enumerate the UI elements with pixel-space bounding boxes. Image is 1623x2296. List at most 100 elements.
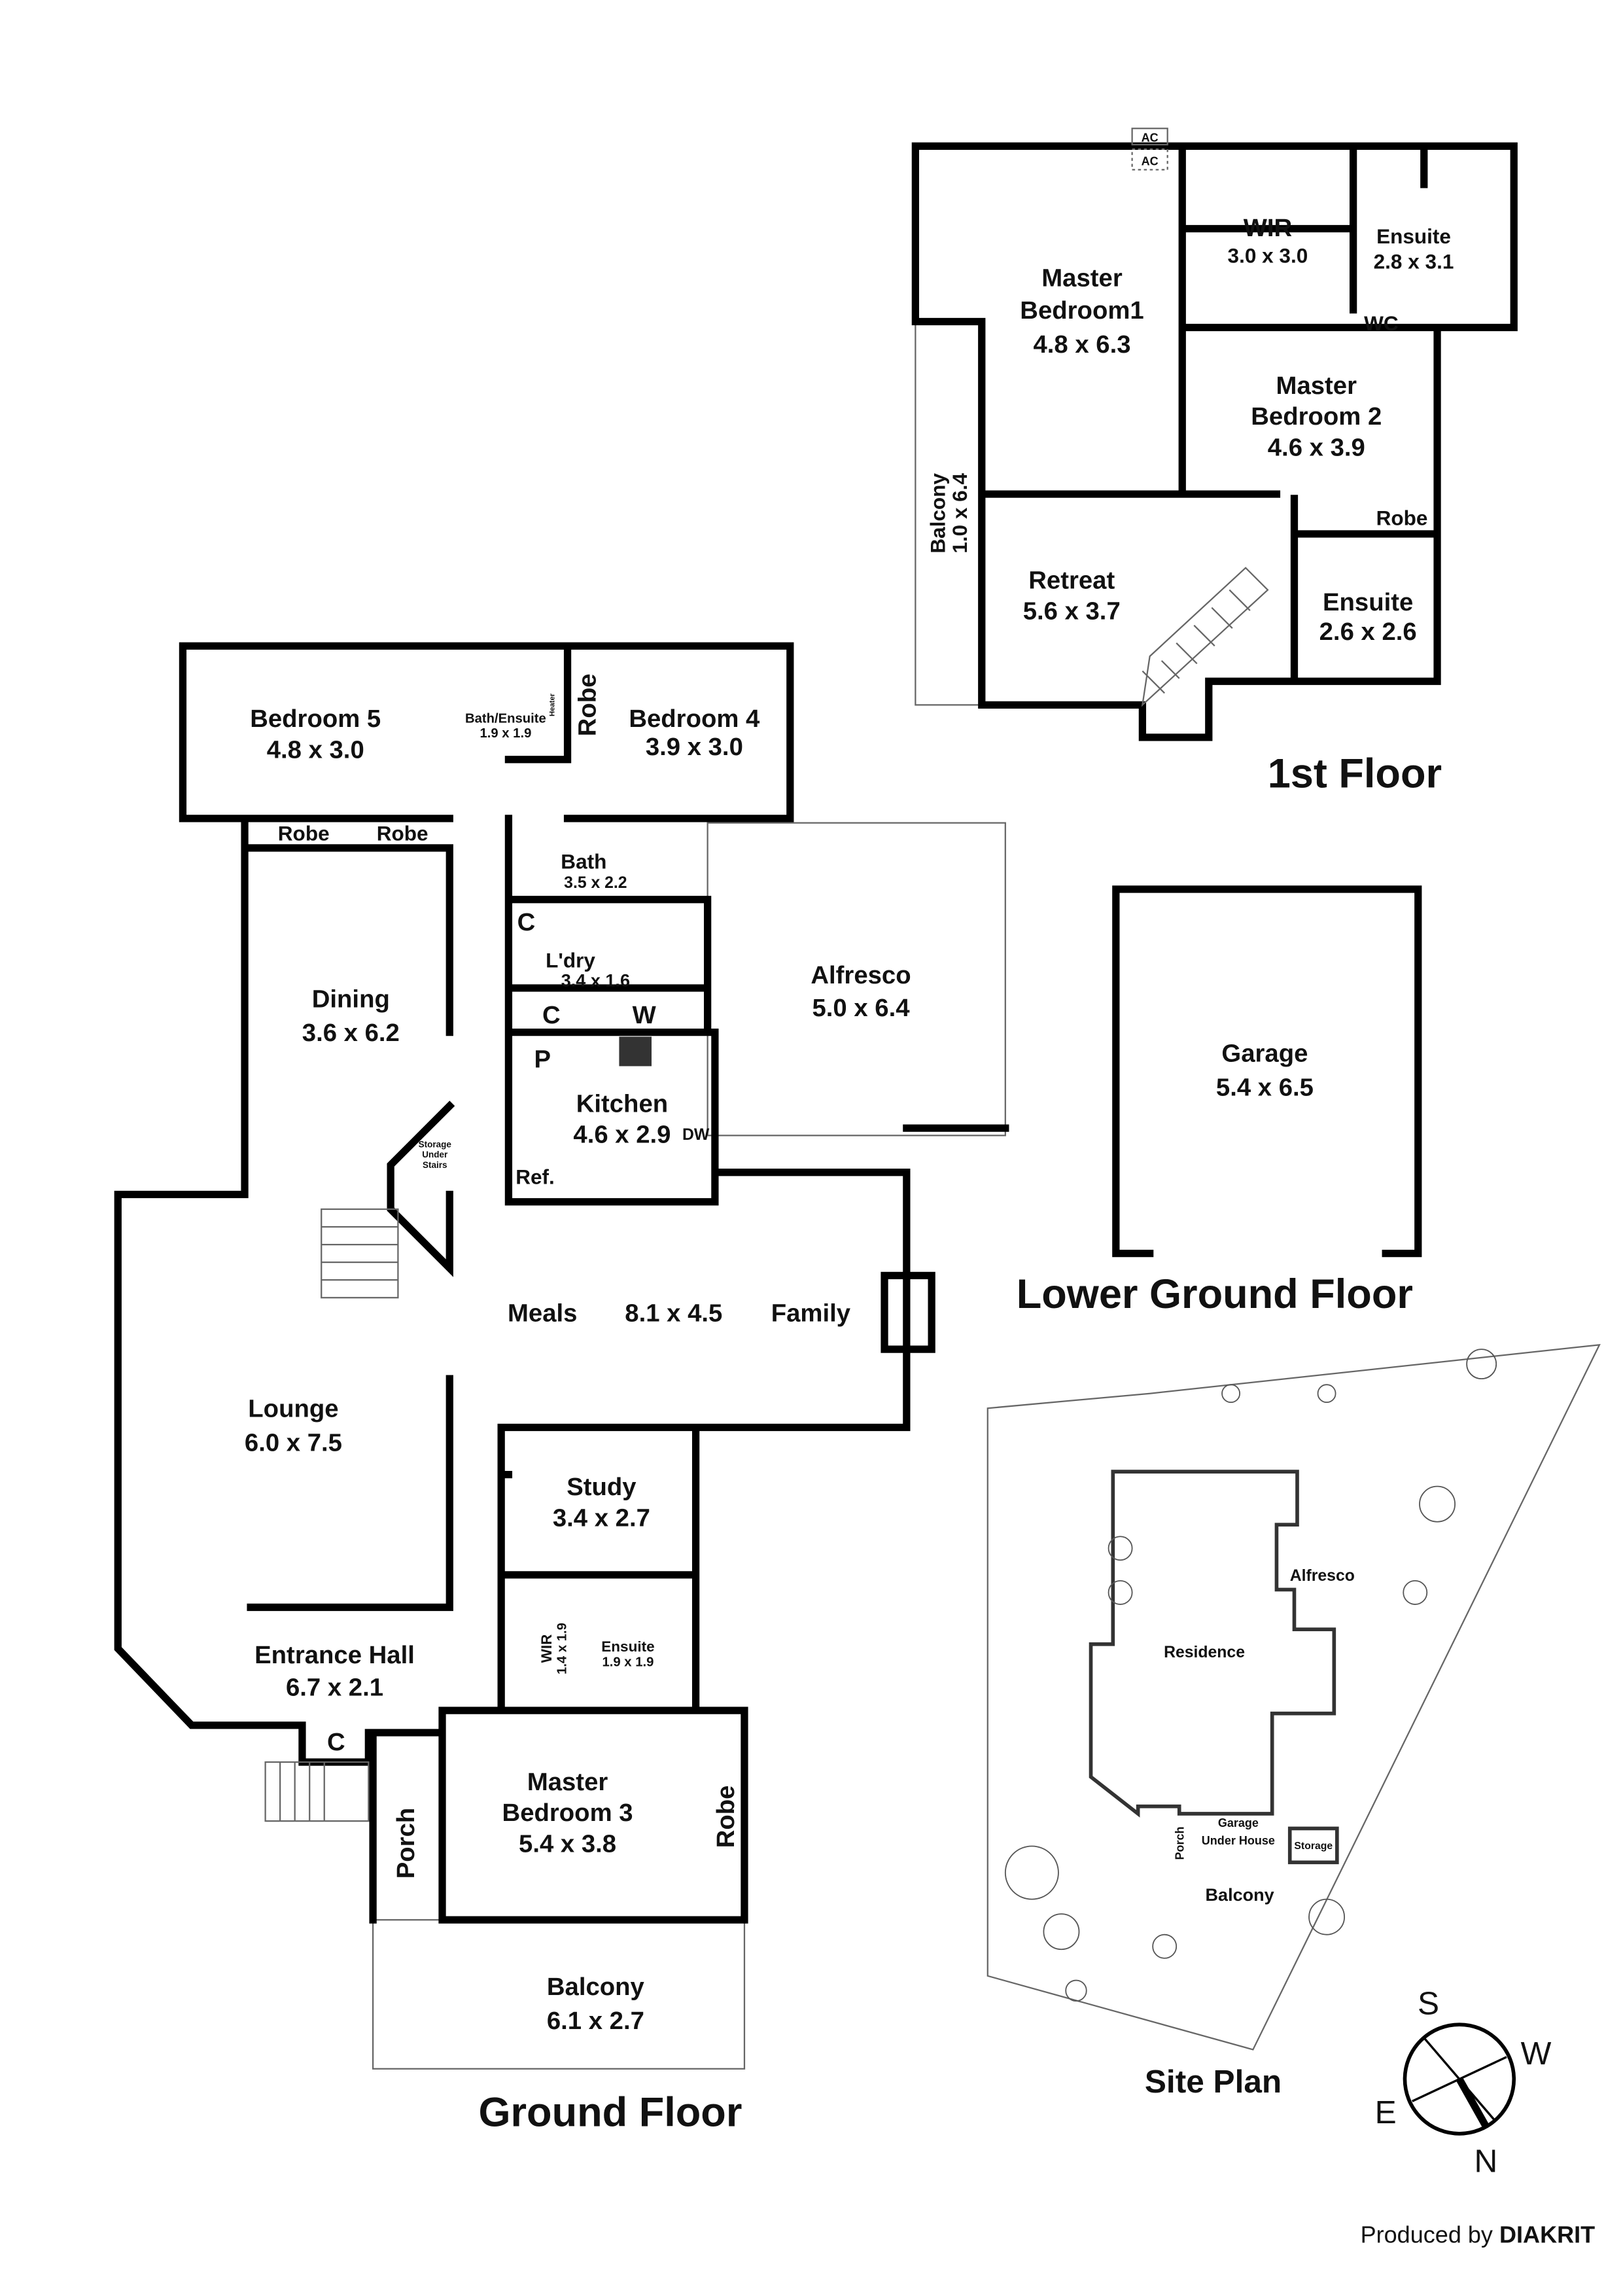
room-size: 4.8 x 6.3 (1033, 330, 1130, 359)
room-label: Alfresco (811, 961, 911, 989)
storage-label: Stairs (423, 1160, 447, 1170)
room-size: 6.7 x 2.1 (286, 1674, 383, 1702)
room-label: Master (527, 1768, 608, 1796)
garage-walls (1112, 885, 1422, 1258)
room-size: 6.1 x 2.7 (547, 2007, 644, 2035)
room-size: 5.4 x 3.8 (519, 1830, 616, 1858)
room-size: 4.8 x 3.0 (267, 735, 364, 764)
balcony-1st-label: Balcony 1.0 x 6.4 (926, 473, 971, 554)
ground-floor-plan: Bedroom 5 4.8 x 3.0 Bath/Ensuite 1.9 x 1… (114, 642, 1009, 2136)
ac-label: AC (1142, 132, 1159, 145)
site-label: Storage (1294, 1841, 1333, 1852)
site-boundary (986, 1343, 1601, 2051)
room-size: 2.6 x 2.6 (1319, 618, 1417, 646)
compass-south: S (1418, 1985, 1439, 2021)
first-floor-walls (911, 142, 1518, 741)
cooktop-icon (619, 1036, 652, 1067)
compass-north: N (1475, 2142, 1498, 2179)
room-label: Robe (712, 1786, 740, 1848)
dishwasher-label: DW (682, 1126, 710, 1144)
room-label: Bedroom 4 (629, 705, 760, 733)
room-label: Bedroom1 (1020, 296, 1143, 325)
room-size: 4.6 x 3.9 (1268, 434, 1365, 462)
room-size: 3.9 x 3.0 (646, 733, 743, 761)
stairs-1st (1141, 567, 1269, 707)
room-label: Balcony (547, 1973, 645, 2001)
lower-ground-floor-plan: Garage 5.4 x 6.5 Lower Ground Floor (1017, 885, 1422, 1317)
storage-outline (1287, 1826, 1339, 1865)
room-label: Entrance Hall (254, 1641, 415, 1669)
site-label: Porch (1173, 1826, 1186, 1860)
room-label: Robe (278, 822, 330, 845)
room-size: 3.0 x 3.0 (1228, 243, 1308, 267)
compass-icon: S W E N (1375, 1985, 1552, 2179)
site-label: Alfresco (1290, 1567, 1355, 1585)
compass-east: E (1375, 2094, 1397, 2130)
wir-label: WIR 1.4 x 1.9 (538, 1623, 570, 1674)
room-label: Master (1276, 372, 1357, 400)
site-label: Under House (1202, 1834, 1275, 1847)
room-size: 1.4 x 1.9 (555, 1623, 569, 1674)
credit: Produced by DIAKRIT (1361, 2221, 1596, 2248)
room-label: Family (771, 1299, 851, 1327)
room-size: 5.4 x 6.5 (1216, 1074, 1314, 1102)
room-size: 4.6 x 2.9 (573, 1121, 671, 1149)
room-label: WIR (538, 1634, 555, 1663)
room-label: WIR (1244, 214, 1292, 242)
room-size: 1.9 x 1.9 (602, 1655, 654, 1670)
room-label: Robe (377, 822, 428, 845)
room-label: Bath/Ensuite (465, 711, 546, 726)
room-label: Kitchen (576, 1089, 668, 1118)
site-plan-title: Site Plan (1145, 2063, 1282, 2100)
cupboard-label: C (517, 908, 536, 936)
room-size: 1.0 x 6.4 (948, 473, 971, 554)
room-label: Bedroom 2 (1251, 402, 1382, 431)
floor-title: 1st Floor (1268, 751, 1442, 797)
room-label: WC (1364, 311, 1399, 335)
room-size: 6.0 x 7.5 (245, 1429, 342, 1457)
storage-label: Under (422, 1150, 448, 1159)
room-size: 2.8 x 3.1 (1374, 249, 1454, 273)
room-label: Bedroom 3 (502, 1799, 633, 1827)
fridge-label: Ref. (515, 1165, 555, 1189)
room-label: Robe (1376, 506, 1428, 529)
storage-label: Storage (419, 1139, 452, 1149)
room-size: 3.6 x 6.2 (302, 1019, 400, 1047)
site-label: Residence (1164, 1644, 1245, 1661)
room-label: Lounge (248, 1395, 338, 1423)
cupboard-label: C (542, 1001, 561, 1029)
room-label: Retreat (1028, 566, 1115, 594)
pantry-label: P (534, 1046, 551, 1074)
room-label: Porch (392, 1808, 420, 1879)
room-label: Ensuite (1323, 588, 1413, 616)
fireplace (881, 1271, 935, 1353)
credit-brand: DIAKRIT (1499, 2221, 1595, 2248)
cupboard-label: C (327, 1728, 345, 1756)
ground-floor-walls (114, 642, 1009, 1924)
room-size: 3.4 x 2.7 (553, 1504, 650, 1532)
ac-units: AC AC (1131, 128, 1168, 171)
room-size: 8.1 x 4.5 (625, 1299, 722, 1327)
room-label: Robe (573, 673, 601, 736)
floor-title: Lower Ground Floor (1017, 1271, 1413, 1317)
room-label: Balcony (926, 473, 949, 554)
room-label: Master (1041, 264, 1123, 292)
room-label: Bedroom 5 (250, 705, 381, 733)
ac-label: AC (1142, 155, 1159, 168)
washer-label: W (633, 1001, 657, 1029)
heater-label: Heater (548, 693, 556, 716)
room-label: Bath (561, 849, 606, 873)
site-trees (1004, 1349, 1497, 2002)
first-floor-plan: AC AC Master Bedroom1 4.8 x 6.3 WIR 3.0 … (911, 128, 1518, 797)
room-size: 3.5 x 2.2 (564, 874, 627, 892)
room-label: L'dry (546, 948, 595, 972)
room-size: 5.0 x 6.4 (812, 994, 910, 1022)
room-label: Ensuite (601, 1638, 654, 1655)
room-label: Ensuite (1376, 224, 1451, 248)
floor-title: Ground Floor (478, 2090, 742, 2136)
compass-west: W (1521, 2035, 1552, 2072)
credit-prefix: Produced by (1361, 2221, 1499, 2248)
site-label: Garage (1218, 1816, 1259, 1829)
site-plan: Alfresco Residence Garage Under House Po… (986, 1343, 1601, 2100)
